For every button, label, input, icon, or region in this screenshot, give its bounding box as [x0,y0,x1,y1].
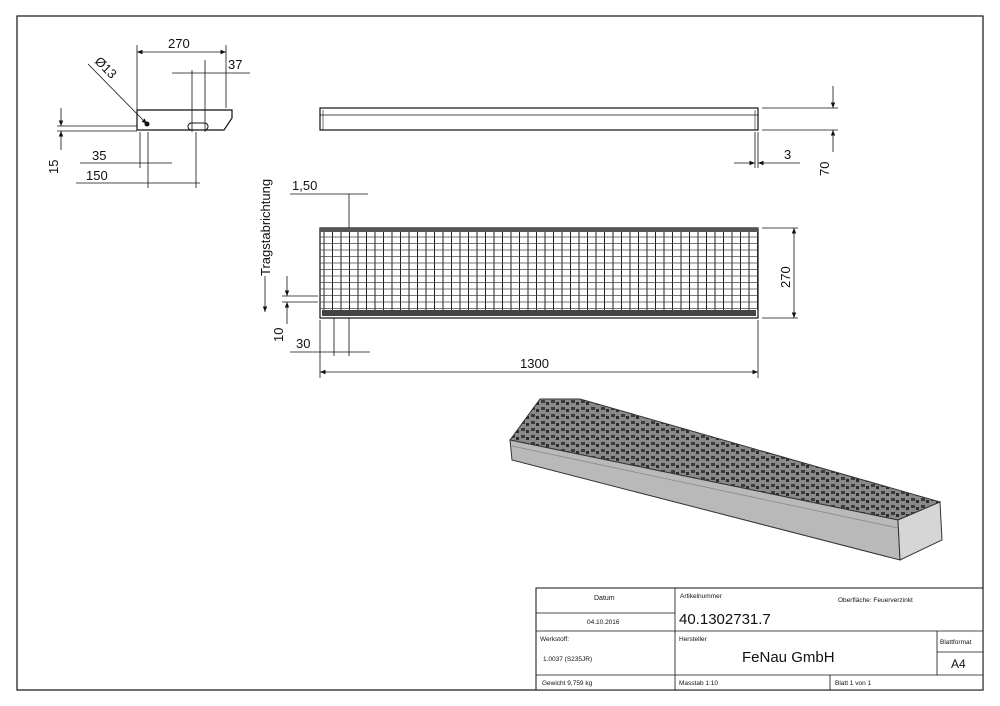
tb-artikel-value: 40.1302731.7 [679,611,771,628]
title-block: Datum 04.10.2016 Artikelnummer 40.130273… [535,587,984,691]
dim-top-270: 270 [778,266,793,288]
front-view: 70 3 [319,86,838,176]
tb-blattformat-label: Blattformat [940,639,972,646]
nosing-strip [322,310,756,316]
hole-circle [144,121,150,127]
tb-hersteller-value: FeNau GmbH [742,649,835,666]
dim-side-height: 15 [46,160,61,174]
tb-werkstoff-value: 1.0037 (S235JR) [543,656,592,663]
dim-hole-dia: Ø13 [92,54,120,82]
grating-outline [319,227,759,319]
grating-bars [320,232,758,310]
dim-top-30: 30 [296,336,310,351]
iso-end-face [897,501,943,561]
tb-massstab: Masstab 1:10 [679,680,718,687]
direction-label: Tragstabrichtung [258,179,273,276]
front-profile [319,107,759,131]
top-view: Tragstabrichtung 1,50 270 10 30 1300 [258,178,798,378]
dim-front-70: 70 [817,162,832,176]
dia-leader [87,63,148,125]
isometric-view [509,398,943,561]
dim-front-3: 3 [784,147,791,162]
dim-top-1300: 1300 [520,356,549,371]
side-view: 270 37 Ø13 15 35 150 [46,36,250,188]
dim-side-150: 150 [86,168,108,183]
sheet-border [16,15,984,691]
tb-werkstoff-label: Werkstoff: [540,636,569,643]
tb-datum-value: 04.10.2016 [587,619,620,626]
tb-artikel-label: Artikelnummer [680,593,723,600]
dim-side-offset: 37 [228,57,242,72]
dim-side-35: 35 [92,148,106,163]
tb-gewicht: Gewicht 9,759 kg [542,680,593,687]
tb-datum-label: Datum [594,595,615,602]
dim-top-1-50: 1,50 [292,178,317,193]
dim-top-10: 10 [271,328,286,342]
tb-hersteller-label: Hersteller [679,636,708,643]
slot-hole [187,122,209,131]
side-profile [136,109,233,131]
tb-blattformat-value: A4 [951,657,966,671]
dim-side-width: 270 [168,36,190,51]
tb-blatt: Blatt 1 von 1 [835,680,872,687]
tb-oberflaeche: Oberfläche: Feuerverzinkt [838,597,913,604]
